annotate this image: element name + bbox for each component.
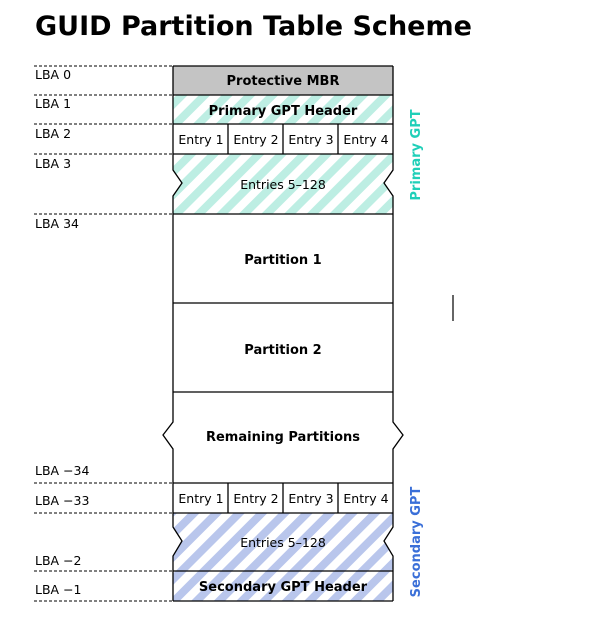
primary-entry-4: Entry 4 <box>343 132 388 147</box>
partition-1-label: Partition 1 <box>244 253 321 268</box>
lba-label-0: LBA 0 <box>35 67 71 82</box>
primary-gpt-side-label: Primary GPT <box>409 109 424 200</box>
primary-entry-3: Entry 3 <box>288 132 333 147</box>
secondary-entries-rest-label: Entries 5–128 <box>240 535 326 550</box>
secondary-entry-3: Entry 3 <box>288 491 333 506</box>
lba-label-1: LBA 1 <box>35 96 71 111</box>
primary-gpt-header-label: Primary GPT Header <box>209 104 358 119</box>
secondary-entry-2: Entry 2 <box>233 491 278 506</box>
primary-entry-1: Entry 1 <box>178 132 223 147</box>
lba-label-minus-1: LBA −1 <box>35 582 82 597</box>
partition-2-label: Partition 2 <box>244 343 321 358</box>
secondary-gpt-header-label: Secondary GPT Header <box>199 580 368 595</box>
lba-label-minus-2: LBA −2 <box>35 553 82 568</box>
primary-entry-2: Entry 2 <box>233 132 278 147</box>
protective-mbr-label: Protective MBR <box>227 74 340 89</box>
secondary-entry-1: Entry 1 <box>178 491 223 506</box>
lba-label-minus-34: LBA −34 <box>35 463 89 478</box>
primary-entries-rest-label: Entries 5–128 <box>240 177 326 192</box>
secondary-entry-4: Entry 4 <box>343 491 388 506</box>
lba-label-2: LBA 2 <box>35 126 71 141</box>
lba-label-34: LBA 34 <box>35 216 79 231</box>
protective-mbr-block <box>173 66 393 95</box>
secondary-gpt-side-label: Secondary GPT <box>409 487 424 598</box>
lba-label-3: LBA 3 <box>35 156 71 171</box>
remaining-partitions-label: Remaining Partitions <box>206 430 360 445</box>
page-title: GUID Partition Table Scheme <box>35 11 472 42</box>
lba-label-minus-33: LBA −33 <box>35 493 89 508</box>
